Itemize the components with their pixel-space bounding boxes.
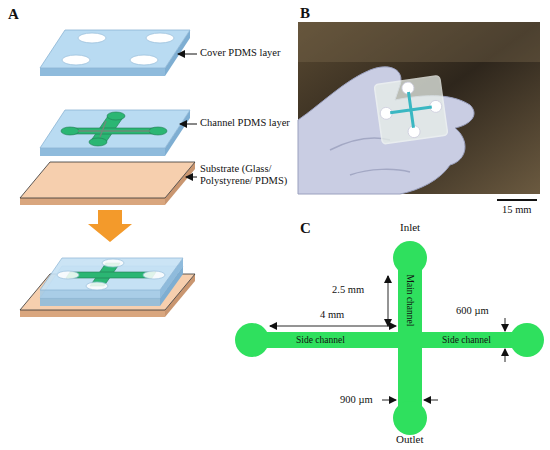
assembled-device-part-part: [86, 282, 108, 290]
assembled-device-part: [57, 259, 165, 290]
assembled-device-part: [40, 298, 160, 306]
assembly-arrow: [88, 210, 132, 242]
leader-arrow-part: [180, 124, 197, 125]
dimension-line-part: [424, 400, 438, 401]
cover-layer-part: [146, 33, 174, 43]
dimension-line-part: [382, 400, 396, 401]
assembled-device-part: [20, 310, 165, 317]
assembled-device-part-part: [102, 259, 124, 267]
substrate-layer-part: [20, 198, 165, 205]
dimension-line-part: [505, 318, 506, 331]
substrate-layer-part: [20, 162, 195, 198]
port-label: Outlet: [396, 433, 424, 446]
dimension-label: 4 mm: [320, 309, 344, 321]
cover-layer-part: [78, 33, 106, 43]
device-photo-part: [298, 22, 540, 62]
channel-layer-part-part: [89, 138, 107, 146]
panel-letter: C: [300, 220, 311, 237]
dimension-line-part: [388, 276, 389, 326]
device-photo-part: [330, 138, 410, 175]
leader-arrow-part: [186, 177, 197, 178]
channel-geometry-part: [393, 401, 427, 435]
channel-geometry-part: [510, 323, 544, 357]
device-photo-part-part: [374, 76, 448, 145]
channel-layer-part: [40, 148, 165, 156]
cover-layer-part: [62, 55, 90, 65]
device-photo-part: [298, 22, 540, 194]
channel-layer-part-part: [149, 127, 167, 135]
substrate-layer: [20, 162, 195, 205]
channel-geometry-part: [235, 323, 269, 357]
dimension-line-part: [270, 326, 396, 327]
dimension-label: 900 µm: [340, 394, 373, 406]
scale-bar: [497, 199, 537, 201]
scale-label: 15 mm: [502, 204, 531, 216]
part-label: Channel PDMS layer: [200, 117, 290, 129]
channel-layer-part: [78, 121, 150, 137]
channel-layer-part-part: [61, 127, 79, 135]
part-label: Substrate (Glass/ Polystyrene/ PDMS): [200, 163, 292, 187]
leader-arrow: [178, 54, 197, 177]
device-photo: [298, 22, 540, 194]
channel-geometry: [235, 241, 544, 435]
assembled-device-part-part: [57, 271, 79, 279]
channel-label: Side channel: [442, 335, 491, 346]
assembled-device: [20, 258, 195, 317]
channel-layer-part-part: [107, 112, 125, 120]
port-label: Inlet: [400, 221, 420, 234]
dimension-label: 2.5 mm: [332, 284, 364, 296]
part-label: Cover PDMS layer: [200, 47, 281, 59]
channel-layer-part: [40, 110, 190, 148]
channel-geometry-part: [252, 332, 527, 348]
dimension-label: 600 µm: [456, 305, 489, 317]
panel-letter: B: [300, 5, 310, 22]
cover-layer-part: [40, 68, 165, 76]
dimension-line-part: [505, 349, 506, 362]
device-photo-part-part: [388, 89, 435, 130]
device-photo-part: [374, 76, 448, 145]
assembled-device-part: [40, 290, 160, 298]
assembled-device-part-part: [66, 272, 156, 278]
channel-geometry-part: [393, 241, 427, 275]
panel-letter: A: [8, 6, 19, 23]
channel-label: Main channel: [405, 274, 416, 326]
assembled-device-part: [40, 258, 183, 290]
channel-layer: [40, 110, 190, 156]
cover-layer-part: [40, 30, 190, 68]
channel-label: Side channel: [296, 335, 345, 346]
assembled-device-part-part: [143, 271, 165, 279]
cover-layer: [40, 30, 190, 76]
device-photo-part: [298, 67, 474, 194]
channel-layer-part: [61, 112, 167, 146]
cover-layer-part: [130, 55, 158, 65]
dimension-line: [270, 276, 505, 400]
leader-arrow-part: [178, 54, 197, 55]
